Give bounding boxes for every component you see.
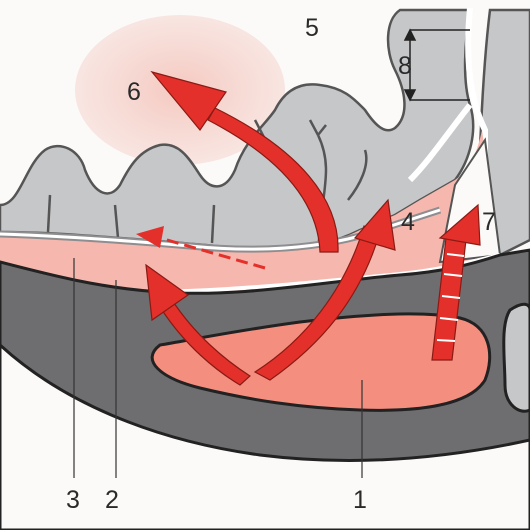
label-3: 3 — [66, 488, 80, 513]
label-6: 6 — [127, 80, 141, 105]
label-4: 4 — [401, 210, 415, 235]
label-2: 2 — [105, 488, 119, 513]
label-7: 7 — [482, 210, 496, 235]
label-1: 1 — [353, 488, 367, 513]
right-lower-bump — [504, 304, 530, 411]
label-5: 5 — [305, 16, 319, 41]
label-8: 8 — [398, 54, 412, 79]
